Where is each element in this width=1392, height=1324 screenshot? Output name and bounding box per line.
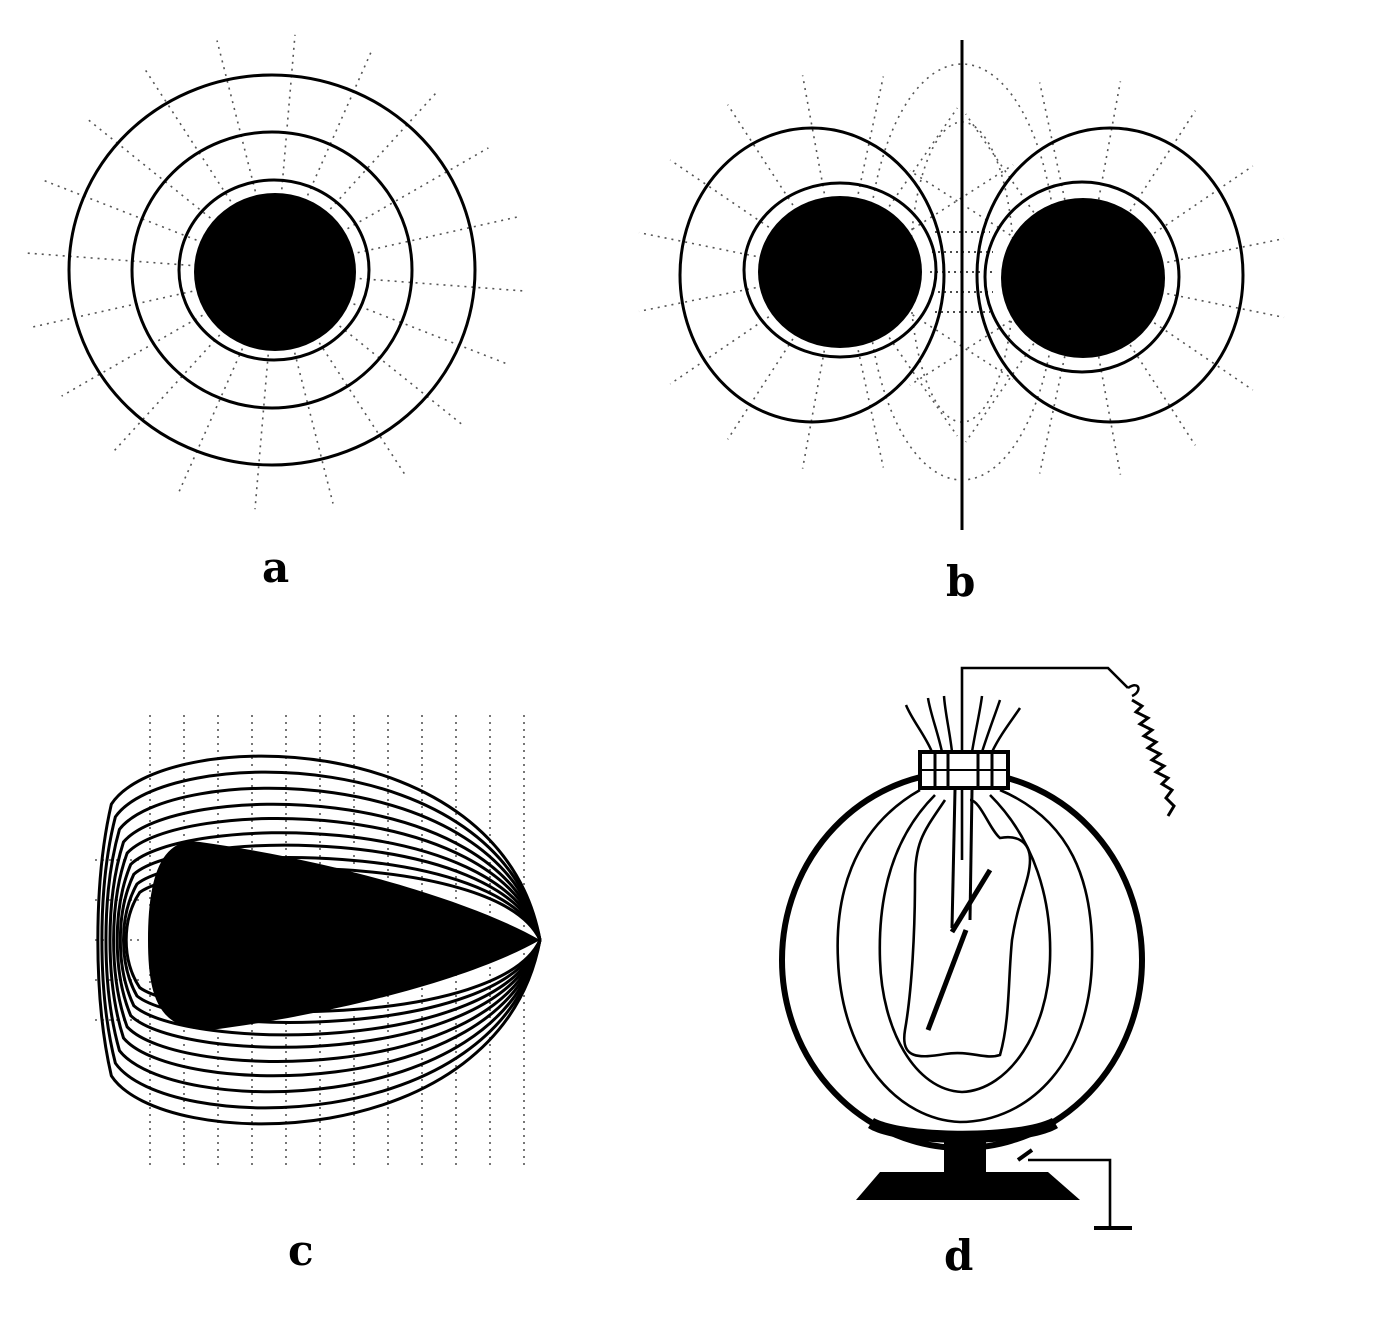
panel-b-field-line <box>801 75 826 194</box>
panel-a-outer-equipotential <box>67 73 477 467</box>
panel-b-field-line <box>1129 344 1196 446</box>
panel-c-equipotential-curve <box>96 754 542 1126</box>
panel-a-middle-equipotential <box>130 130 414 410</box>
panel-b-field-line <box>801 350 826 469</box>
panel-d-stand-base <box>856 1172 1080 1200</box>
panel-d-stand-stem <box>944 1140 986 1176</box>
panel-d-globe-cap <box>868 1118 1058 1143</box>
panel-d-field-loop-outer <box>836 788 1094 1124</box>
panel-b-field-line <box>857 76 885 194</box>
panel-b-left-charged-sphere <box>758 196 922 348</box>
panel-b-field-line <box>638 286 756 313</box>
panel-a-label: a <box>262 543 289 592</box>
panel-a-field-line <box>318 342 406 476</box>
panel-c-equipotential-curve <box>100 770 542 1110</box>
panel-b-field-line <box>909 170 1011 236</box>
panel-b-field-line <box>1038 82 1066 200</box>
panel-a-field-line <box>25 252 191 267</box>
panel-a-field-line <box>61 314 203 397</box>
panel-a-field-line <box>357 216 519 254</box>
panel-c-equipotential-curve <box>108 802 542 1078</box>
panel-c-equipotential-curve <box>115 831 542 1049</box>
panel-d-field-loop-middle <box>878 794 1052 1094</box>
panel-d-leaf-upper <box>949 868 993 934</box>
panel-c-equipotential-curve <box>118 843 542 1037</box>
panel-a-field-line <box>254 354 269 510</box>
panel-a: a <box>25 34 525 592</box>
panel-d-top-brush <box>904 695 1022 753</box>
panel-d-rod-left <box>950 789 957 929</box>
panel-b-field-line <box>1038 356 1066 474</box>
panel-b-field-line <box>727 338 794 440</box>
panel-a-field-line <box>178 348 244 493</box>
panel-b-right-charged-sphere <box>1001 198 1165 358</box>
panel-b-field-line <box>965 113 1035 213</box>
panel-a-field-line <box>353 303 507 365</box>
panel-a-field-line <box>84 116 211 219</box>
panel-b: b <box>638 40 1285 606</box>
panel-b-field-line <box>669 159 770 228</box>
panel-b-field-line <box>1153 165 1254 234</box>
panel-c-equipotential-curve <box>104 786 542 1094</box>
panel-c-equipotential-curve <box>122 856 542 1024</box>
panel-a-field-line <box>339 325 466 428</box>
panel-b-field-line <box>1153 322 1254 391</box>
panel-d: d <box>779 666 1176 1280</box>
panel-b-field-line <box>888 107 958 207</box>
panel-b-field-lines <box>638 75 1285 475</box>
panel-b-field-line <box>857 350 885 468</box>
panel-b-right-outer-equipotential <box>975 126 1245 424</box>
panel-b-field-line <box>1097 356 1122 475</box>
panel-b-field-line <box>1167 237 1285 264</box>
panel-b-field-line <box>1167 292 1285 319</box>
panel-b-right-inner-equipotential <box>983 180 1181 374</box>
panel-a-field-line <box>216 40 257 192</box>
panel-d-wire-hook <box>1127 684 1140 698</box>
panel-b-field-line <box>912 164 1014 230</box>
panel-c-equipotential-curve <box>112 817 542 1063</box>
panel-a-field-line <box>43 179 197 241</box>
panel-b-left-outer-equipotential <box>678 126 946 424</box>
panel-b-field-line <box>1097 81 1122 200</box>
panel-d-label: d <box>944 1231 973 1280</box>
panel-a-inner-equipotential <box>177 178 371 362</box>
panel-c: c <box>95 715 542 1275</box>
panel-b-field-line <box>1129 110 1196 212</box>
panel-c-label: c <box>288 1226 314 1275</box>
panel-a-charged-sphere <box>194 193 356 351</box>
panel-a-field-line <box>144 68 232 202</box>
panel-d-ground-clip <box>1016 1148 1034 1162</box>
panel-b-field-line <box>965 343 1035 443</box>
panel-a-field-line <box>359 277 525 292</box>
panel-c-equipotential-curve <box>124 866 542 1014</box>
panel-d-collar-ribs <box>920 752 1008 788</box>
panel-c-equipotential-curves <box>96 754 542 1126</box>
panel-a-field-line <box>31 290 193 328</box>
panel-b-field-line <box>727 104 794 206</box>
panel-b-field-line <box>669 316 770 385</box>
panel-a-field-lines <box>25 34 525 510</box>
panel-b-field-line <box>909 320 1011 386</box>
panel-d-inner-electrode <box>902 798 1032 1058</box>
panel-a-field-line <box>281 34 296 190</box>
panel-b-field-line <box>912 314 1014 380</box>
panel-b-field-line <box>888 337 958 437</box>
panel-b-label: b <box>946 557 975 606</box>
panel-a-field-line <box>293 352 334 504</box>
panel-b-left-inner-equipotential <box>742 181 938 359</box>
panel-d-leaf-lower <box>925 929 969 1031</box>
panel-d-resistor-spring <box>1131 698 1176 817</box>
panel-a-field-line <box>306 51 372 196</box>
panel-d-ground-wire <box>1028 1158 1112 1226</box>
panel-b-field-line <box>638 231 756 258</box>
panel-c-pear-conductor <box>148 841 540 1030</box>
